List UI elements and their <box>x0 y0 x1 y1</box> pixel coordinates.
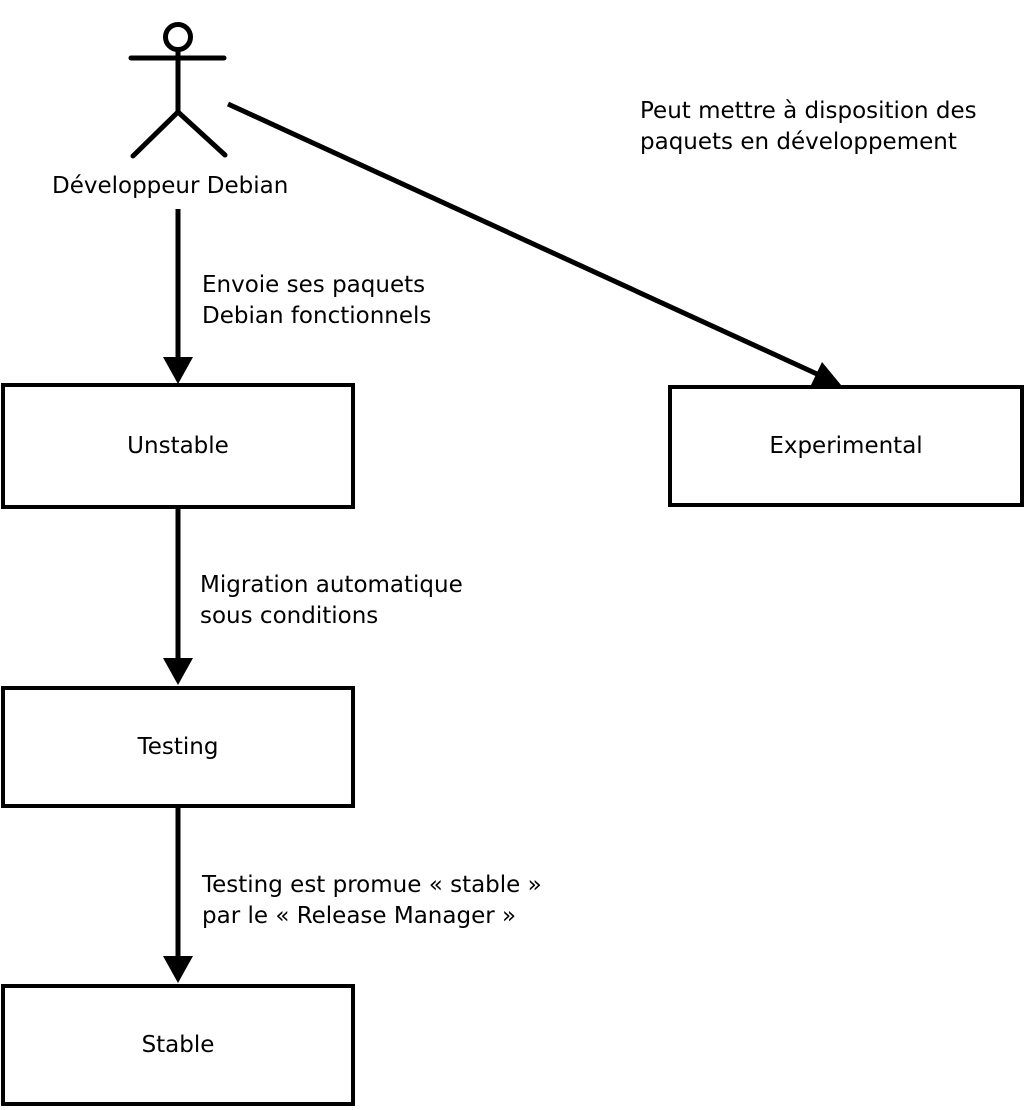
node-label: Stable <box>141 1032 215 1058</box>
arrow-testing-to-stable <box>163 808 193 983</box>
actor-head-icon <box>163 22 193 52</box>
edge-label-line: Peut mettre à disposition des <box>640 98 977 124</box>
arrowhead-right-icon <box>811 362 841 385</box>
node-unstable: Unstable <box>1 383 355 509</box>
edge-label-line: Migration automatique <box>200 572 463 598</box>
edge-label-line: par le « Release Manager » <box>202 903 517 929</box>
arrowhead-down-icon <box>163 956 193 983</box>
edge-label-actor-to-experimental: Peut mettre à disposition des paquets en… <box>640 96 977 158</box>
actor-figure <box>128 22 228 159</box>
edge-label-line: Testing est promue « stable » <box>202 872 542 898</box>
arrowhead-down-icon <box>163 658 193 685</box>
edge-label-testing-to-stable: Testing est promue « stable » par le « R… <box>202 870 542 932</box>
actor-left-leg-line <box>130 109 181 159</box>
edge-label-unstable-to-testing: Migration automatique sous conditions <box>200 570 463 632</box>
edge-label-line: Envoie ses paquets <box>202 272 426 298</box>
arrow-shaft <box>226 101 819 377</box>
edge-label-line: Debian fonctionnels <box>202 303 432 329</box>
node-label: Experimental <box>769 433 923 459</box>
edge-label-actor-to-unstable: Envoie ses paquets Debian fonctionnels <box>202 270 431 332</box>
node-stable: Stable <box>1 984 355 1106</box>
node-testing: Testing <box>1 686 355 808</box>
edge-label-line: paquets en développement <box>640 129 957 155</box>
node-label: Unstable <box>127 433 229 459</box>
arrow-actor-to-unstable <box>163 209 193 384</box>
actor-label: Développeur Debian <box>52 173 289 199</box>
node-experimental: Experimental <box>668 385 1024 507</box>
arrowhead-down-icon <box>163 357 193 384</box>
edge-label-line: sous conditions <box>200 603 379 629</box>
actor-right-leg-line <box>175 109 228 158</box>
arrow-unstable-to-testing <box>163 509 193 685</box>
arrow-actor-to-experimental <box>226 101 841 385</box>
node-label: Testing <box>137 734 219 760</box>
